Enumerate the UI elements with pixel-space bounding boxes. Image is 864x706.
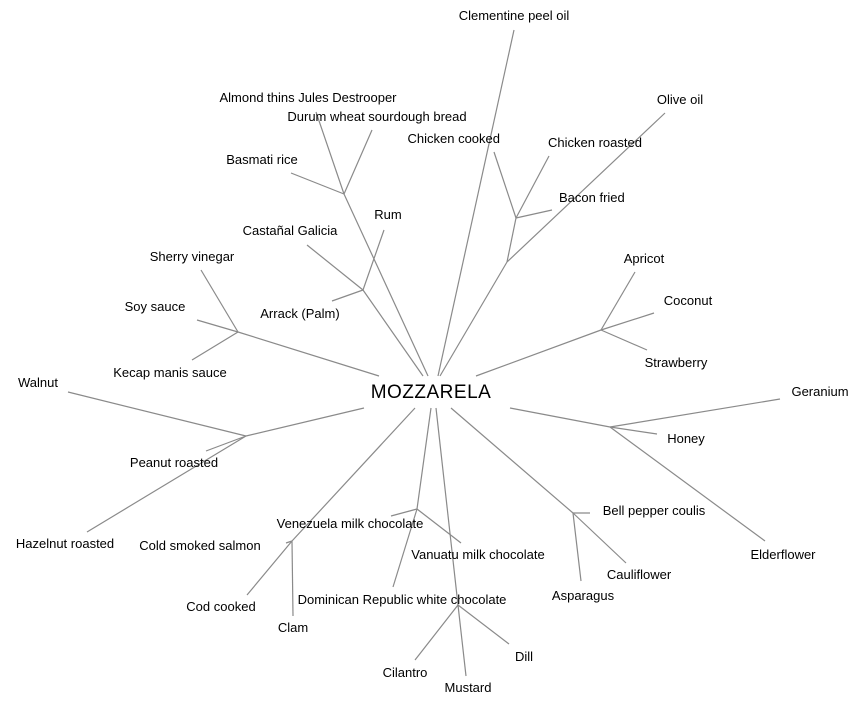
leaf-label-cauliflower: Cauliflower <box>607 567 672 582</box>
edge-olive-oil <box>506 112 666 263</box>
branch-olive <box>439 261 508 377</box>
edge-dominican-republic-white-chocolate <box>392 508 418 588</box>
leaf-label-clam: Clam <box>278 620 308 635</box>
edge-durum-wheat-sourdough-bread <box>343 129 373 195</box>
branch-herb <box>435 407 459 606</box>
branch-bread <box>343 193 429 377</box>
leaf-label-venezuela-milk-chocolate: Venezuela milk chocolate <box>277 516 424 531</box>
edge-castanal-galicia <box>306 244 364 291</box>
edge-sherry-vinegar <box>200 269 239 333</box>
edge-rum <box>362 229 385 291</box>
leaf-label-castanal-galicia: Castañal Galicia <box>243 223 338 238</box>
leaf-label-cilantro: Cilantro <box>383 665 428 680</box>
edge-elderflower <box>609 426 766 542</box>
branch-nut <box>245 407 365 437</box>
edge-asparagus <box>572 512 582 582</box>
edge-walnut <box>67 391 247 437</box>
edge-cilantro <box>414 604 459 661</box>
leaf-label-olive-oil: Olive oil <box>657 92 703 107</box>
leaf-label-vanuatu-milk-chocolate: Vanuatu milk chocolate <box>411 547 544 562</box>
edge-geranium <box>609 398 781 428</box>
branch-fish <box>291 407 416 542</box>
leaf-label-apricot: Apricot <box>624 251 665 266</box>
edge-chicken-cooked <box>493 151 517 219</box>
branch-veg <box>450 407 574 514</box>
leaf-label-basmati-rice: Basmati rice <box>226 152 298 167</box>
edge-almond-thins-jules-destrooper <box>315 111 345 195</box>
leaf-label-soy-sauce: Soy sauce <box>125 299 186 314</box>
edge-kecap-manis-sauce <box>191 331 239 361</box>
leaf-label-bell-pepper-coulis: Bell pepper coulis <box>603 503 706 518</box>
edge-coconut <box>600 312 655 331</box>
edge-mustard <box>457 604 467 677</box>
edge-venezuela-milk-chocolate <box>390 508 418 517</box>
leaf-label-strawberry: Strawberry <box>645 355 708 370</box>
leaf-label-elderflower: Elderflower <box>750 547 816 562</box>
edge-strawberry <box>600 329 648 351</box>
leaf-label-sherry-vinegar: Sherry vinegar <box>150 249 235 264</box>
edge-bacon-fried <box>515 209 553 219</box>
edge-honey <box>609 426 658 435</box>
edge-basmati-rice <box>290 172 345 195</box>
leaf-label-honey: Honey <box>667 431 705 446</box>
leaf-label-coconut: Coconut <box>664 293 713 308</box>
leaf-label-kecap-manis-sauce: Kecap manis sauce <box>113 365 226 380</box>
leaf-label-geranium: Geranium <box>791 384 848 399</box>
edge-cod-cooked <box>246 540 293 596</box>
branch-sauce <box>237 331 380 377</box>
leaf-label-hazelnut-roasted: Hazelnut roasted <box>16 536 114 551</box>
edge-clementine-peel-oil <box>437 29 515 377</box>
branch-chicken <box>506 217 517 263</box>
edge-peanut-roasted <box>205 435 247 452</box>
leaf-label-chicken-roasted: Chicken roasted <box>548 135 642 150</box>
branch-rum <box>362 289 424 377</box>
edge-clam <box>291 540 294 617</box>
leaf-label-dominican-republic-white-chocolate: Dominican Republic white chocolate <box>298 592 507 607</box>
edge-arrack-palm <box>331 289 364 302</box>
leaf-label-dill: Dill <box>515 649 533 664</box>
edge-hazelnut-roasted <box>86 435 247 533</box>
leaf-label-cod-cooked: Cod cooked <box>186 599 255 614</box>
leaf-label-asparagus: Asparagus <box>552 588 615 603</box>
leaf-label-chicken-cooked: Chicken cooked <box>408 131 501 146</box>
leaf-label-clementine-peel-oil: Clementine peel oil <box>459 8 570 23</box>
edge-chicken-roasted <box>515 155 550 219</box>
edge-cauliflower <box>572 512 627 564</box>
edge-apricot <box>600 271 636 331</box>
leaf-label-arrack-palm: Arrack (Palm) <box>260 306 339 321</box>
leaf-label-bacon-fried: Bacon fried <box>559 190 625 205</box>
branch-choc <box>416 407 432 510</box>
edge-dill <box>457 604 510 645</box>
root-node-label: MOZZARELA <box>371 382 492 403</box>
leaf-label-peanut-roasted: Peanut roasted <box>130 455 218 470</box>
leaf-label-durum-wheat-sourdough-bread: Durum wheat sourdough bread <box>287 109 466 124</box>
leaf-label-almond-thins-jules-destrooper: Almond thins Jules Destrooper <box>219 90 397 105</box>
branch-floral <box>509 407 611 428</box>
leaf-label-rum: Rum <box>374 207 401 222</box>
branch-fruit <box>475 329 602 377</box>
leaf-label-mustard: Mustard <box>445 680 492 695</box>
leaf-label-walnut: Walnut <box>18 375 58 390</box>
edge-vanuatu-milk-chocolate <box>416 508 462 544</box>
leaf-label-cold-smoked-salmon: Cold smoked salmon <box>139 538 260 553</box>
edge-soy-sauce <box>196 319 239 333</box>
